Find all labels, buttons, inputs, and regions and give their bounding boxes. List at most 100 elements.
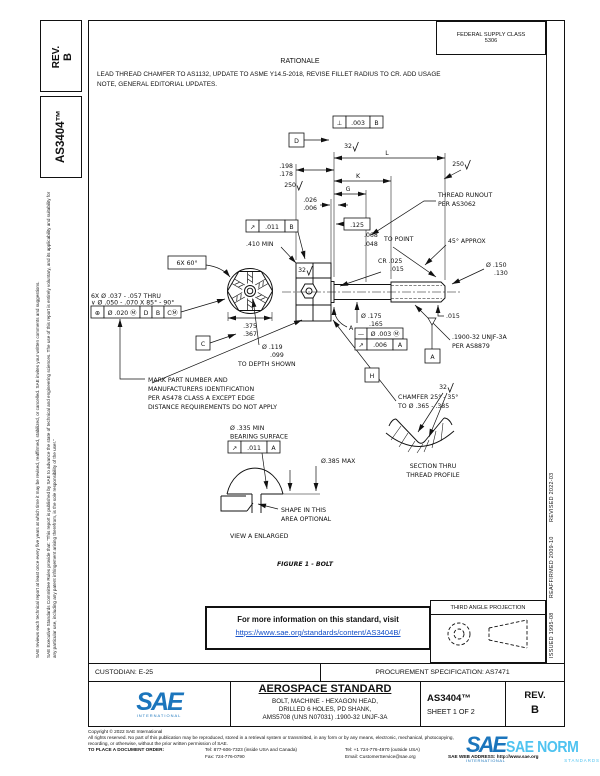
supply-class-box: FEDERAL SUPPLY CLASS 5306 — [436, 21, 546, 55]
datum-c-flag: C — [201, 341, 205, 348]
right-column-divider — [546, 20, 547, 663]
sheet-frame — [88, 20, 565, 727]
fcf-perp-datum: B — [374, 120, 378, 127]
watermark-sub-right: STANDARDS — [564, 758, 600, 763]
fcf-runout-head-symbol: ↗ — [250, 224, 255, 231]
sae-logo-subtext: INTERNATIONAL — [136, 712, 182, 718]
fcf-runout-brg-datum: A — [271, 445, 276, 452]
dim-point-suffix: TO POINT — [383, 236, 414, 243]
watermark-sae-logo: SAE — [466, 732, 507, 757]
corner-radius-2: .015 — [390, 266, 404, 273]
dim-head-height-max: .198 — [279, 163, 293, 170]
titleblock-rev-value: B — [531, 704, 539, 716]
fcf-position-symbol: ⊕ — [95, 310, 100, 317]
dim-125-basic: .125 — [350, 222, 364, 229]
feature-control-frames — [90, 115, 441, 454]
dimension-lines — [228, 155, 445, 491]
supply-class-line1: FEDERAL SUPPLY CLASS — [456, 32, 526, 38]
dia-point-max: Ø .150 — [486, 261, 507, 269]
dim-015: .015 — [446, 313, 460, 320]
dim-k: K — [356, 173, 361, 180]
watermark-norm-text: SAE NORM — [506, 739, 579, 756]
finish-32-head: 32 — [344, 143, 352, 150]
fcf-perp-symbol: ⊥ — [337, 120, 342, 127]
dia-shank-max: Ø .175 — [361, 312, 382, 320]
dim-washer-max: .026 — [303, 197, 317, 204]
titleblock-mid-rule — [88, 681, 565, 682]
rationale-line1: LEAD THREAD CHAMFER TO AS1132, UPDATE TO… — [97, 71, 441, 78]
fcf-runout-head-datum: B — [289, 224, 293, 231]
third-angle-projection-icon — [447, 619, 528, 649]
approx-45: 45° APPROX — [448, 237, 486, 245]
drawing-labels: ⊥ .003 B D 32 L 250 K G .198 .178 250 .0… — [91, 120, 508, 568]
fcf-runout-thread-symbol: ↗ — [358, 342, 363, 349]
bolt-side-view — [282, 262, 462, 322]
section-caption-1: SECTION THRU — [410, 463, 457, 470]
dim-g: G — [346, 186, 351, 193]
dim-washer-min: .006 — [303, 205, 317, 212]
finish-32-section: 32 — [439, 384, 447, 391]
footer-web: SAE WEB ADDRESS: http://www.sae.org — [448, 754, 539, 759]
datum-a-flag: A — [430, 354, 435, 361]
titleblock-subtitle-2: DRILLED 6 HOLES, PD SHANK, — [278, 706, 372, 713]
titleblock-top-rule — [88, 663, 565, 664]
rationale-line2: NOTE, GENERAL EDITORIAL UPDATES. — [97, 81, 218, 88]
doc-number-box: AS3404™ — [40, 96, 82, 178]
bolt-end-view — [226, 268, 274, 314]
finish-250-thread: 250 — [452, 161, 464, 168]
sae-norm-watermark: SAE SAE NORM INTERNATIONAL STANDARDS — [466, 732, 600, 764]
thread-callout-1: .1900-32 UNJF-3A — [452, 334, 507, 341]
view-a-enlarged — [220, 467, 284, 513]
fcf-position-datum3: CⓂ — [167, 309, 178, 317]
projection-box: THIRD ANGLE PROJECTION — [430, 600, 546, 663]
shape-note-1: SHAPE IN THIS — [281, 507, 326, 514]
footer-copyright: Copyright © 2022 SAE International — [88, 729, 163, 734]
fcf-runout-brg-symbol: ↗ — [232, 445, 237, 452]
titleblock-doc-number: AS3404™ — [427, 693, 471, 704]
titleblock-title: AEROSPACE STANDARD — [258, 683, 392, 695]
info-box: For more information on this standard, v… — [205, 606, 431, 650]
bearing-note-2: BEARING SURFACE — [230, 434, 288, 441]
titleblock-subtitle-3: AMS5708 (UNS N07031) .1900-32 UNJF-3A — [262, 714, 388, 721]
footer-email: Email: CustomerService@sae.org — [345, 754, 416, 759]
title-cell-divider — [420, 681, 421, 727]
dim-across-flats-min: .367 — [243, 331, 257, 338]
fcf-straight-symbol: — — [358, 331, 364, 338]
mark-note-2: MANUFACTURERS IDENTIFICATION — [148, 386, 255, 393]
dim-across-flats-max: .375 — [243, 323, 257, 330]
sae-logo: SAE INTERNATIONAL — [88, 681, 230, 727]
fcf-runout-thread-datum: A — [398, 342, 403, 349]
dim-h-ref: H — [370, 373, 375, 380]
mark-note-4: DISTANCE REQUIREMENTS DO NOT APPLY — [148, 404, 277, 411]
dim-l: L — [385, 150, 389, 157]
extension-lines — [227, 152, 446, 495]
custodian-text: CUSTODIAN: E-25 — [95, 669, 154, 676]
footer-tel-outside: Tel: +1 724-776-4970 (outside USA) — [345, 747, 420, 752]
fcf-position-datum2: B — [156, 310, 160, 317]
dia-point-min: .130 — [494, 270, 508, 277]
standard-link[interactable]: https://www.sae.org/standards/content/AS… — [235, 628, 401, 637]
bearing-note-1: Ø .335 MIN — [230, 424, 265, 432]
rev-box: REV. B — [40, 20, 82, 92]
footer-rights-2: recording, or otherwise, without the pri… — [88, 740, 228, 746]
dim-point-max: .068 — [364, 232, 378, 239]
datum-d-flag: D — [294, 138, 299, 145]
fcf-runout-thread-tol: .006 — [373, 342, 387, 349]
dia-hole-min: .099 — [270, 352, 284, 359]
section-caption-2: THREAD PROFILE — [405, 472, 459, 479]
thread-section-view — [385, 417, 455, 454]
projection-label: THIRD ANGLE PROJECTION — [431, 601, 545, 615]
fcf-straight-tol: Ø .003 Ⓜ — [371, 330, 400, 338]
chamfer-note-2: TO Ø .365 - .385 — [397, 402, 449, 410]
thread-runout-note-2: PER AS3062 — [438, 201, 476, 208]
dia-hole-suffix: TO DEPTH SHOWN — [237, 361, 296, 368]
doc-cell-divider — [505, 681, 506, 727]
footer-rights-1: All rights reserved. No part of this pub… — [88, 735, 454, 740]
shape-note-2: AREA OPTIONAL — [281, 516, 332, 523]
footer-order-label: TO PLACE A DOCUMENT ORDER: — [88, 747, 165, 752]
watermark-sub-left: INTERNATIONAL — [466, 758, 506, 763]
mark-note-3: PER AS478 CLASS A EXCEPT EDGE — [148, 395, 255, 402]
dim-head-height-min: .178 — [279, 171, 293, 178]
hex-pattern-note: 6X 60° — [176, 259, 197, 267]
